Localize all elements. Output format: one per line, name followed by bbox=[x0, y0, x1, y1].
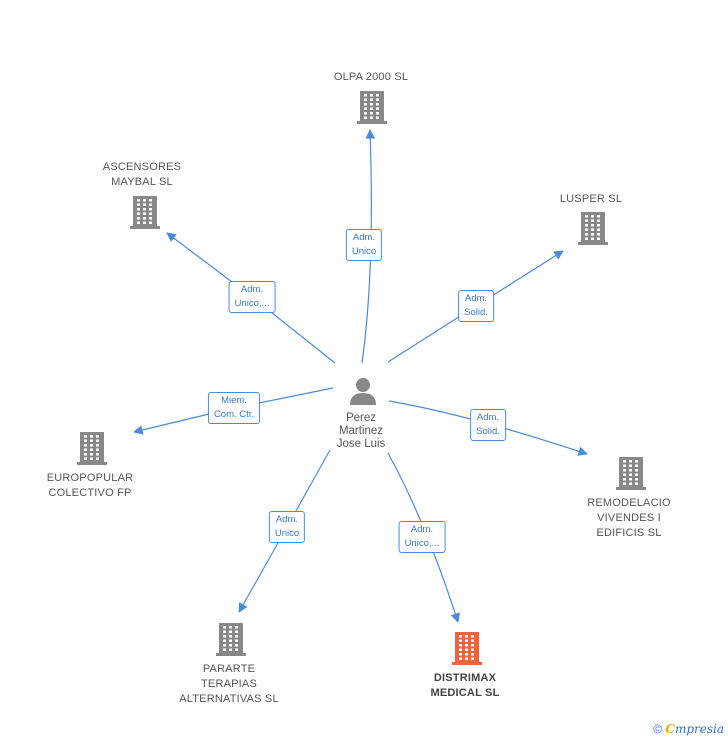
building-icon[interactable] bbox=[578, 212, 608, 245]
building-icon[interactable] bbox=[357, 91, 387, 124]
role-label-remodelacio: Adm. Solid. bbox=[470, 409, 506, 441]
copyright-symbol: © bbox=[653, 722, 663, 736]
building-icon[interactable] bbox=[452, 632, 482, 665]
company-name-pararte[interactable]: PARARTE TERAPIAS ALTERNATIVAS SL bbox=[179, 663, 279, 705]
company-name-lusper[interactable]: LUSPER SL bbox=[559, 193, 623, 205]
person-icon[interactable] bbox=[350, 378, 376, 405]
role-label-ascensores: Adm. Unico,... bbox=[228, 281, 276, 313]
company-name-ascensores[interactable]: ASCENSORES MAYBAL SL bbox=[102, 161, 182, 188]
role-label-olpa: Adm. Unico bbox=[345, 229, 383, 261]
building-icon[interactable] bbox=[77, 432, 107, 465]
building-icon[interactable] bbox=[216, 623, 246, 656]
role-label-pararte: Adm. Unico bbox=[268, 511, 306, 543]
company-name-remodelacio[interactable]: REMODELACIO VIVENDES I EDIFICIS SL bbox=[587, 497, 671, 539]
role-label-europopular: Miem. Com. Ctr. bbox=[207, 392, 261, 424]
company-name-olpa[interactable]: OLPA 2000 SL bbox=[333, 71, 409, 83]
building-icon[interactable] bbox=[130, 196, 160, 229]
brand-logo: Cmpresia bbox=[665, 722, 724, 736]
company-name-europopular[interactable]: EUROPOPULAR COLECTIVO FP bbox=[46, 472, 134, 499]
footer-brand: © Cmpresia bbox=[653, 722, 724, 736]
role-label-distrimax: Adm. Unico,... bbox=[398, 521, 446, 553]
building-icon[interactable] bbox=[616, 457, 646, 490]
person-name[interactable]: Perez Martinez Jose Luis bbox=[336, 412, 386, 450]
role-label-lusper: Adm. Solid. bbox=[458, 290, 494, 322]
company-name-distrimax[interactable]: DISTRIMAX MEDICAL SL bbox=[430, 672, 500, 699]
